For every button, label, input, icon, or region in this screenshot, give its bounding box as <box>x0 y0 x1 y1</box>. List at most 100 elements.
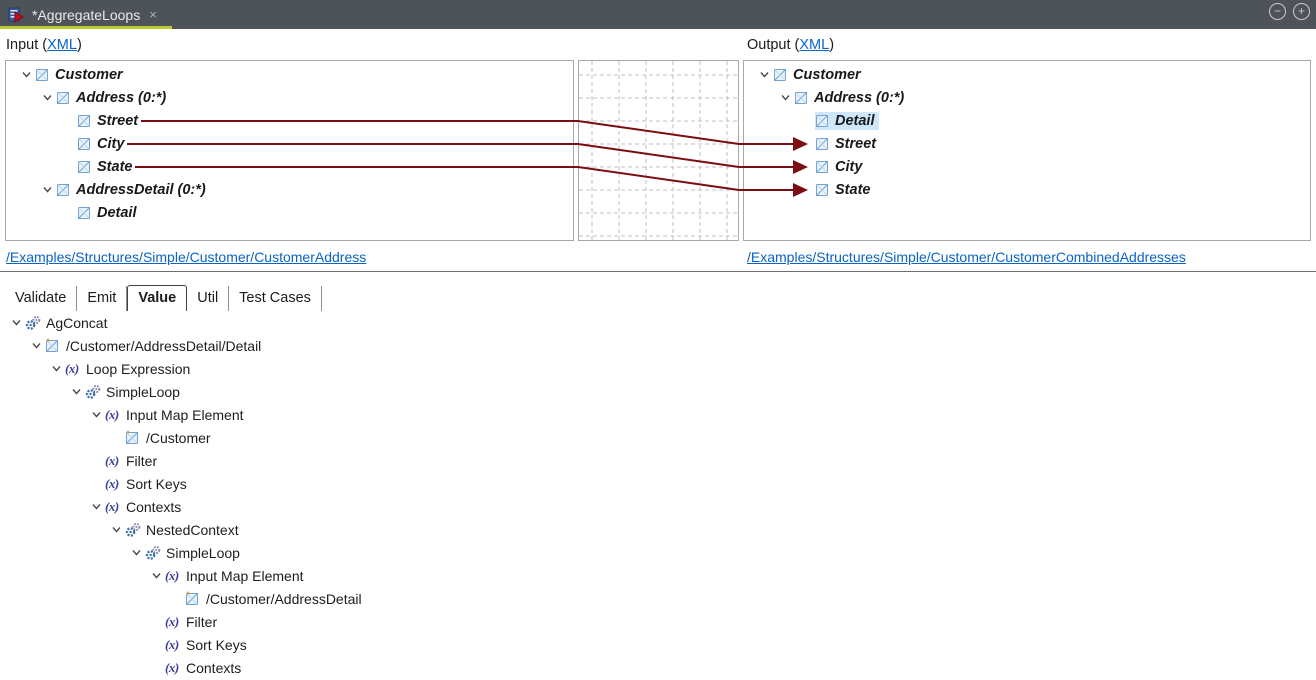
schema-node-label: Detail <box>835 112 875 129</box>
expand-icon[interactable]: + <box>1293 3 1310 20</box>
document-tab-title: *AggregateLoops <box>32 6 141 23</box>
input-header-text: Input ( <box>6 37 48 53</box>
schema-node-label: City <box>835 158 863 175</box>
schema-node-label: Detail <box>97 204 137 221</box>
tab-value[interactable]: Value <box>127 285 188 311</box>
chevron-down-icon[interactable] <box>39 178 56 201</box>
input-pane-header: Input (XML) <box>6 37 82 53</box>
value-tree-row-filter[interactable]: (x)Filter <box>0 449 1316 472</box>
node[interactable]: Detail <box>77 204 141 222</box>
chevron-down-icon[interactable] <box>39 86 56 109</box>
tab-close-icon[interactable]: × <box>149 7 157 22</box>
value-tree-row-filter[interactable]: (x)Filter <box>0 610 1316 633</box>
chevron-spacer <box>798 178 815 201</box>
node[interactable]: Customer <box>35 66 127 84</box>
input-xml-link[interactable]: XML <box>47 37 77 53</box>
selected-node[interactable]: Detail <box>815 111 879 130</box>
schema-row-customer[interactable]: Customer <box>6 63 573 86</box>
schema-row-detail[interactable]: Detail <box>6 201 573 224</box>
chevron-down-icon[interactable] <box>48 357 65 380</box>
schema-row-addressdetail-[interactable]: AddressDetail (0:*) <box>6 178 573 201</box>
value-tree-row-agconcat[interactable]: AgConcat <box>0 311 1316 334</box>
value-tree-label: /Customer/AddressDetail <box>206 590 362 607</box>
chevron-down-icon[interactable] <box>777 86 794 109</box>
chevron-down-icon[interactable] <box>108 518 125 541</box>
node[interactable]: City <box>815 158 866 176</box>
document-tab[interactable]: *AggregateLoops × <box>0 0 172 29</box>
value-tree-row--customer-addressdetail-detail[interactable]: /Customer/AddressDetail/Detail <box>0 334 1316 357</box>
node[interactable]: Customer <box>773 66 865 84</box>
node[interactable]: Address (0:*) <box>794 89 908 107</box>
value-tree-row-contexts[interactable]: (x)Contexts <box>0 656 1316 679</box>
chevron-down-icon[interactable] <box>148 564 165 587</box>
tab-validate[interactable]: Validate <box>4 286 78 311</box>
output-pane-header: Output (XML) <box>747 37 834 53</box>
schema-node-label: State <box>97 158 133 175</box>
chevron-down-icon[interactable] <box>88 495 105 518</box>
collapse-icon[interactable]: − <box>1269 3 1286 20</box>
expression-glyph: (x) <box>165 636 179 652</box>
value-tree-label: Contexts <box>126 498 182 515</box>
chevron-down-icon[interactable] <box>756 63 773 86</box>
expression-glyph: (x) <box>65 360 79 376</box>
schema-row-detail[interactable]: Detail <box>744 109 1310 132</box>
value-tree-row-contexts[interactable]: (x)Contexts <box>0 495 1316 518</box>
node[interactable]: State <box>77 158 136 176</box>
value-tree-row-input-map-element[interactable]: (x)Input Map Element <box>0 403 1316 426</box>
expression-icon: (x) <box>105 476 126 492</box>
expression-glyph: (x) <box>105 475 119 491</box>
schema-node-label: Street <box>835 135 877 152</box>
chevron-down-icon[interactable] <box>28 334 45 357</box>
node[interactable]: Address (0:*) <box>56 89 170 107</box>
value-tree-label: /Customer/AddressDetail/Detail <box>66 337 262 354</box>
output-xml-link[interactable]: XML <box>799 37 830 53</box>
expression-icon: (x) <box>105 499 126 515</box>
expression-icon: (x) <box>105 407 126 423</box>
schema-row-address-[interactable]: Address (0:*) <box>744 86 1310 109</box>
value-tree-row-simpleloop[interactable]: SimpleLoop <box>0 380 1316 403</box>
chevron-spacer <box>88 449 105 472</box>
tab-test-cases[interactable]: Test Cases <box>229 286 322 311</box>
value-tree-label: Filter <box>186 613 218 630</box>
tab-emit[interactable]: Emit <box>77 286 128 311</box>
value-tree-row-loop-expression[interactable]: (x)Loop Expression <box>0 357 1316 380</box>
value-tree-row--customer-addressdetail[interactable]: /Customer/AddressDetail <box>0 587 1316 610</box>
node[interactable]: AddressDetail (0:*) <box>56 181 210 199</box>
chevron-down-icon[interactable] <box>68 380 85 403</box>
schema-row-state[interactable]: State <box>744 178 1310 201</box>
schema-row-address-[interactable]: Address (0:*) <box>6 86 573 109</box>
chevron-spacer <box>60 109 77 132</box>
expression-glyph: (x) <box>165 659 179 675</box>
chevron-down-icon[interactable] <box>18 63 35 86</box>
value-tree-row-simpleloop[interactable]: SimpleLoop <box>0 541 1316 564</box>
schema-node-label: Address (0:*) <box>814 89 905 106</box>
xml-element-icon <box>35 67 55 82</box>
value-tree-row--customer[interactable]: /Customer <box>0 426 1316 449</box>
value-tree-row-sort-keys[interactable]: (x)Sort Keys <box>0 472 1316 495</box>
schema-row-state[interactable]: State <box>6 155 573 178</box>
chevron-down-icon[interactable] <box>88 403 105 426</box>
node[interactable]: Street <box>77 112 142 130</box>
node[interactable]: Street <box>815 135 880 153</box>
schema-node-label: Customer <box>793 66 861 83</box>
chevron-spacer <box>148 633 165 656</box>
schema-row-customer[interactable]: Customer <box>744 63 1310 86</box>
schema-row-city[interactable]: City <box>744 155 1310 178</box>
value-tree-row-nestedcontext[interactable]: NestedContext <box>0 518 1316 541</box>
node[interactable]: State <box>815 181 874 199</box>
value-tree-row-sort-keys[interactable]: (x)Sort Keys <box>0 633 1316 656</box>
output-structure-link[interactable]: /Examples/Structures/Simple/Customer/Cus… <box>747 249 1186 265</box>
chevron-spacer <box>60 201 77 224</box>
tab-util[interactable]: Util <box>187 286 230 311</box>
node[interactable]: City <box>77 135 128 153</box>
input-structure-link[interactable]: /Examples/Structures/Simple/Customer/Cus… <box>6 249 367 265</box>
schema-row-street[interactable]: Street <box>6 109 573 132</box>
chevron-down-icon[interactable] <box>8 311 25 334</box>
schema-node-label: AddressDetail (0:*) <box>76 181 206 198</box>
chevron-down-icon[interactable] <box>128 541 145 564</box>
schema-row-street[interactable]: Street <box>744 132 1310 155</box>
value-tree-row-input-map-element[interactable]: (x)Input Map Element <box>0 564 1316 587</box>
schema-row-city[interactable]: City <box>6 132 573 155</box>
